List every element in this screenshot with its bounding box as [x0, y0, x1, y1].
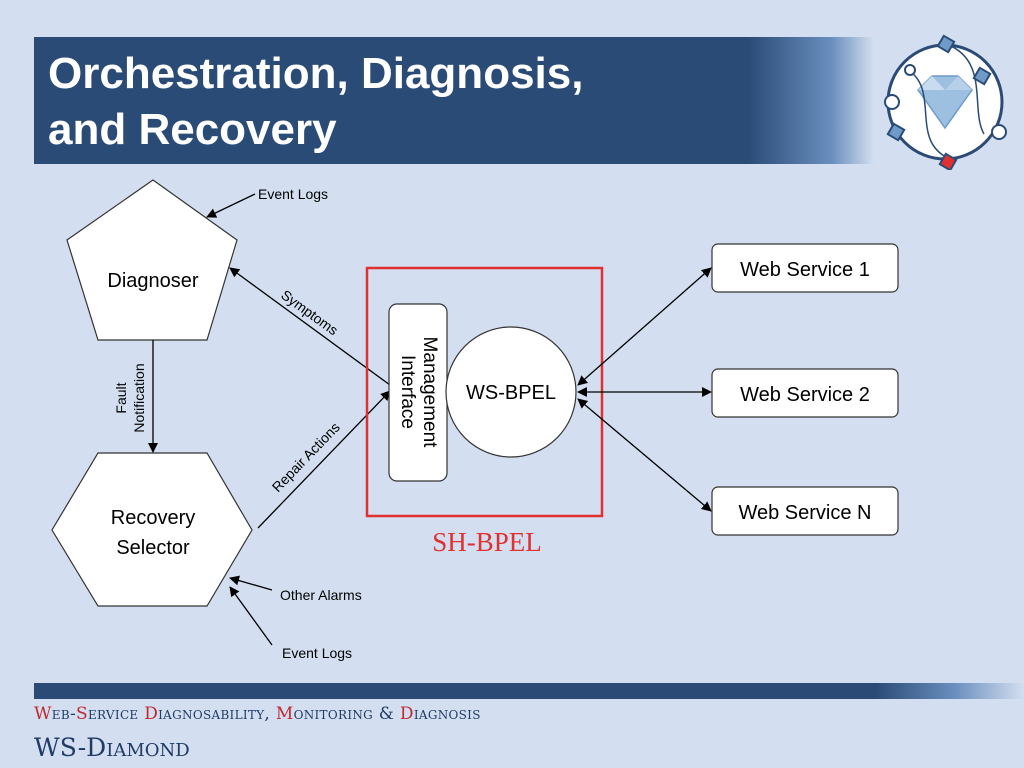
web-service-1-box	[711, 243, 899, 293]
other-alarms-label: Other Alarms	[280, 587, 362, 603]
other-alarms-arrow	[229, 575, 273, 591]
slide-title-line2: and Recovery	[48, 105, 337, 154]
slide-title-line1: Orchestration, Diagnosis,	[48, 49, 584, 98]
tagline-part: S	[76, 704, 88, 724]
tagline-part: W	[34, 704, 52, 724]
ws-diamond-logo-icon	[884, 34, 1007, 170]
footer-brand: WS-Diamond	[34, 733, 190, 762]
tagline-part: eb-	[51, 704, 77, 724]
fault-notification-label-line2: Notification	[131, 363, 147, 432]
tagline-part: D	[144, 704, 159, 724]
management-interface-label-line2: Interface	[397, 355, 418, 429]
title-bar	[34, 37, 874, 164]
sh-bpel-label: SH-BPEL	[432, 527, 542, 557]
tagline-part: iagnosability,	[158, 704, 276, 724]
web-service-1-label: Web Service 1	[740, 259, 870, 281]
event-logs-bottom-arrow	[229, 586, 273, 646]
symptoms-label: Symptoms	[278, 286, 341, 338]
web-service-2-box	[711, 368, 899, 418]
recovery-selector-node	[51, 452, 253, 607]
web-service-n-box	[711, 486, 899, 536]
symptoms-arrow	[229, 267, 391, 386]
ws-bpel-to-web-service-n-arrow	[577, 398, 712, 512]
footer-bar	[34, 683, 1024, 699]
tagline-part: ervice	[87, 704, 145, 724]
management-interface-label-line1: Management	[419, 337, 440, 449]
web-service-2-label: Web Service 2	[740, 384, 870, 406]
diagnoser-label: Diagnoser	[107, 270, 199, 292]
event-logs-top-arrow	[206, 193, 256, 218]
tagline-part: M	[275, 704, 294, 724]
repair-actions-label: Repair Actions	[269, 419, 343, 495]
ws-bpel-node	[445, 326, 577, 458]
diagnoser-node	[66, 179, 238, 341]
ws-bpel-label: WS-BPEL	[466, 382, 556, 404]
fault-notification-label-line1: Fault	[113, 382, 129, 413]
repair-actions-arrow	[257, 390, 391, 529]
recovery-selector-label-line1: Recovery	[111, 507, 195, 529]
event-logs-top-label: Event Logs	[258, 186, 328, 202]
event-logs-bottom-label: Event Logs	[282, 645, 352, 661]
ws-bpel-to-web-service-1-arrow	[577, 267, 712, 386]
slide-title: Orchestration, Diagnosis, and Recovery	[48, 46, 748, 158]
tagline-part: iagnosis	[413, 704, 481, 724]
tagline-part: onitoring &	[293, 704, 400, 724]
recovery-selector-label-line2: Selector	[116, 537, 190, 559]
footer-tagline: Web-Service Diagnosability, Monitoring &…	[34, 704, 481, 724]
web-service-n-label: Web Service N	[738, 502, 871, 524]
tagline-part: D	[399, 704, 414, 724]
